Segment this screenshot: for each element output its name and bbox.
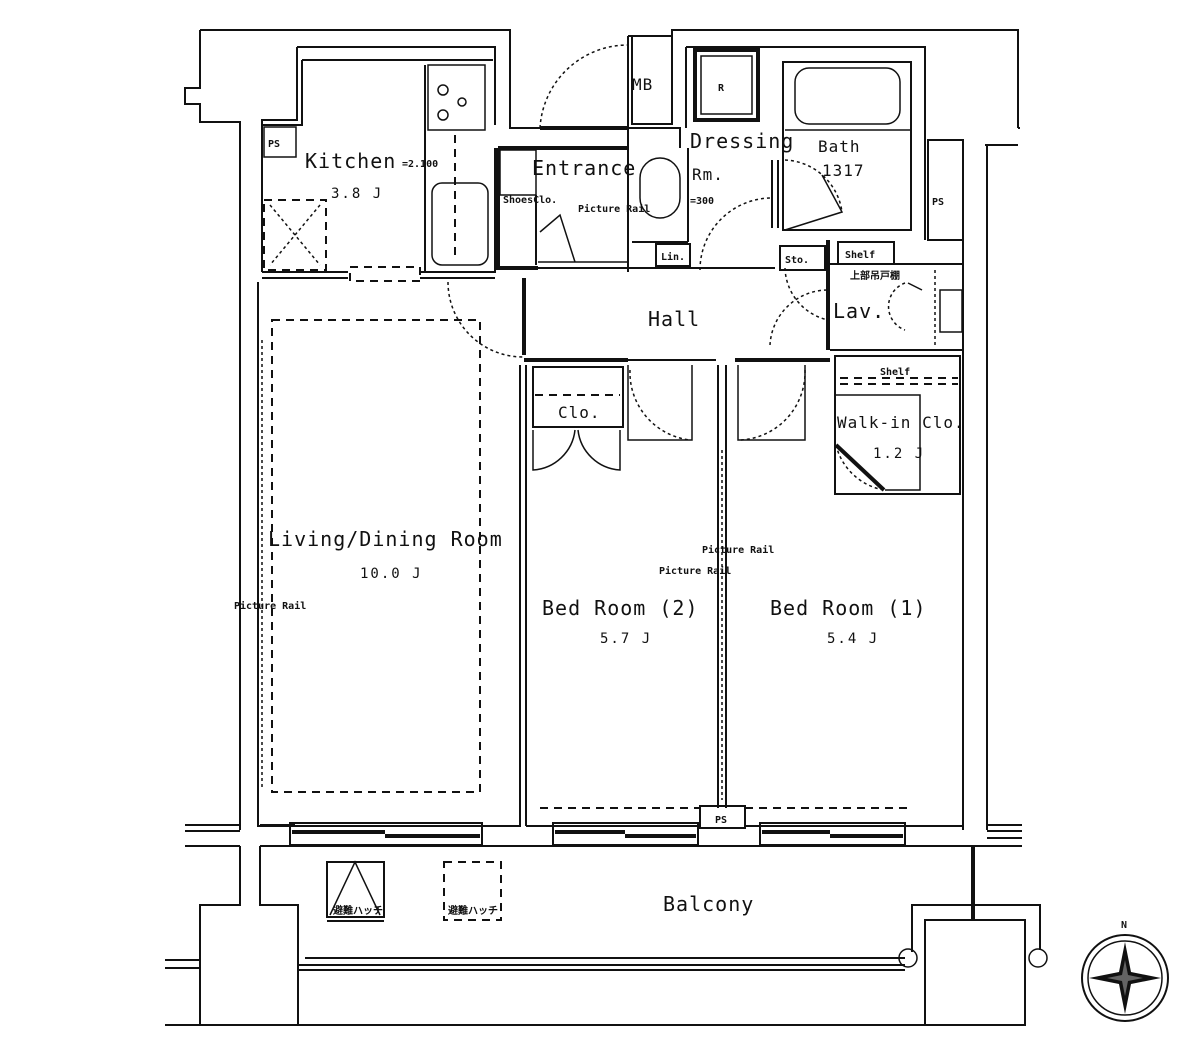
windows (289, 822, 906, 846)
kitchen-area-value: 3.8 J (331, 186, 383, 202)
shelf-lav-label: Shelf (845, 250, 875, 261)
hall-area (524, 240, 830, 362)
ps-label-bath: PS (932, 197, 944, 208)
dressing-room (628, 47, 771, 271)
lavatory-label: Lav. (833, 299, 885, 323)
room-labels: Kitchen =2.100 3.8 J PS Entrance ShoesCl… (234, 75, 965, 917)
dressing-label-2: Rm. (692, 165, 724, 184)
kitchen-area (261, 60, 524, 358)
bedroom1-label: Bed Room (1) (770, 596, 927, 620)
kitchen-label: Kitchen (305, 149, 396, 173)
linen-label: Lin. (661, 251, 685, 263)
bath-size: 1317 (822, 161, 865, 180)
storage-label: Sto. (785, 255, 809, 266)
north-label: N (1121, 920, 1127, 931)
picture-rail-bedroom-b: Picture Rail (659, 565, 731, 577)
entrance-label: Entrance (532, 156, 636, 180)
mb-label: MB (632, 75, 653, 94)
hall-label: Hall (648, 307, 700, 331)
ps-label-bedrooms: PS (715, 815, 727, 826)
dressing-label: Dressing (690, 129, 794, 153)
bath-label: Bath (818, 137, 861, 156)
picture-rail-entrance: Picture Rail (578, 203, 650, 215)
bath-area (771, 61, 964, 241)
living-dining-area: 10.0 J (360, 566, 423, 582)
shelf-wic-label: Shelf (880, 367, 910, 378)
dressing-note: =300 (690, 196, 714, 207)
bedroom2-closet (532, 365, 806, 471)
partitions (257, 282, 963, 829)
evacuation-hatch-label-2: 避難ハッチ (447, 904, 498, 917)
evacuation-hatch-label-1: 避難ハッチ (332, 904, 383, 917)
bedroom2-label: Bed Room (2) (542, 596, 699, 620)
picture-rail-living: Picture Rail (234, 600, 306, 612)
mb-and-fridge (631, 35, 760, 125)
closet-label: Clo. (558, 403, 601, 422)
shoes-closet-label: ShoesClo. (503, 195, 557, 206)
walk-in-closet-area: 1.2 J (873, 446, 925, 462)
compass-icon: N (1081, 920, 1169, 1022)
ps-label-kitchen: PS (268, 139, 280, 150)
bedroom1-area: 5.4 J (827, 631, 879, 647)
walk-in-closet-label: Walk-in Clo. (837, 413, 965, 432)
living-dining-label: Living/Dining Room (268, 527, 503, 551)
lav-cabinet-note: 上部吊戸棚 (850, 269, 900, 282)
walk-in-closet (834, 355, 961, 495)
balcony-area (165, 846, 1048, 1026)
lavatory-area (830, 241, 963, 351)
kitchen-note: =2.100 (402, 159, 438, 170)
balcony-label: Balcony (663, 892, 754, 916)
bedroom2-area: 5.7 J (600, 631, 652, 647)
picture-rail-bedroom-a: Picture Rail (702, 544, 774, 556)
refrigerator-label: R (718, 83, 725, 94)
